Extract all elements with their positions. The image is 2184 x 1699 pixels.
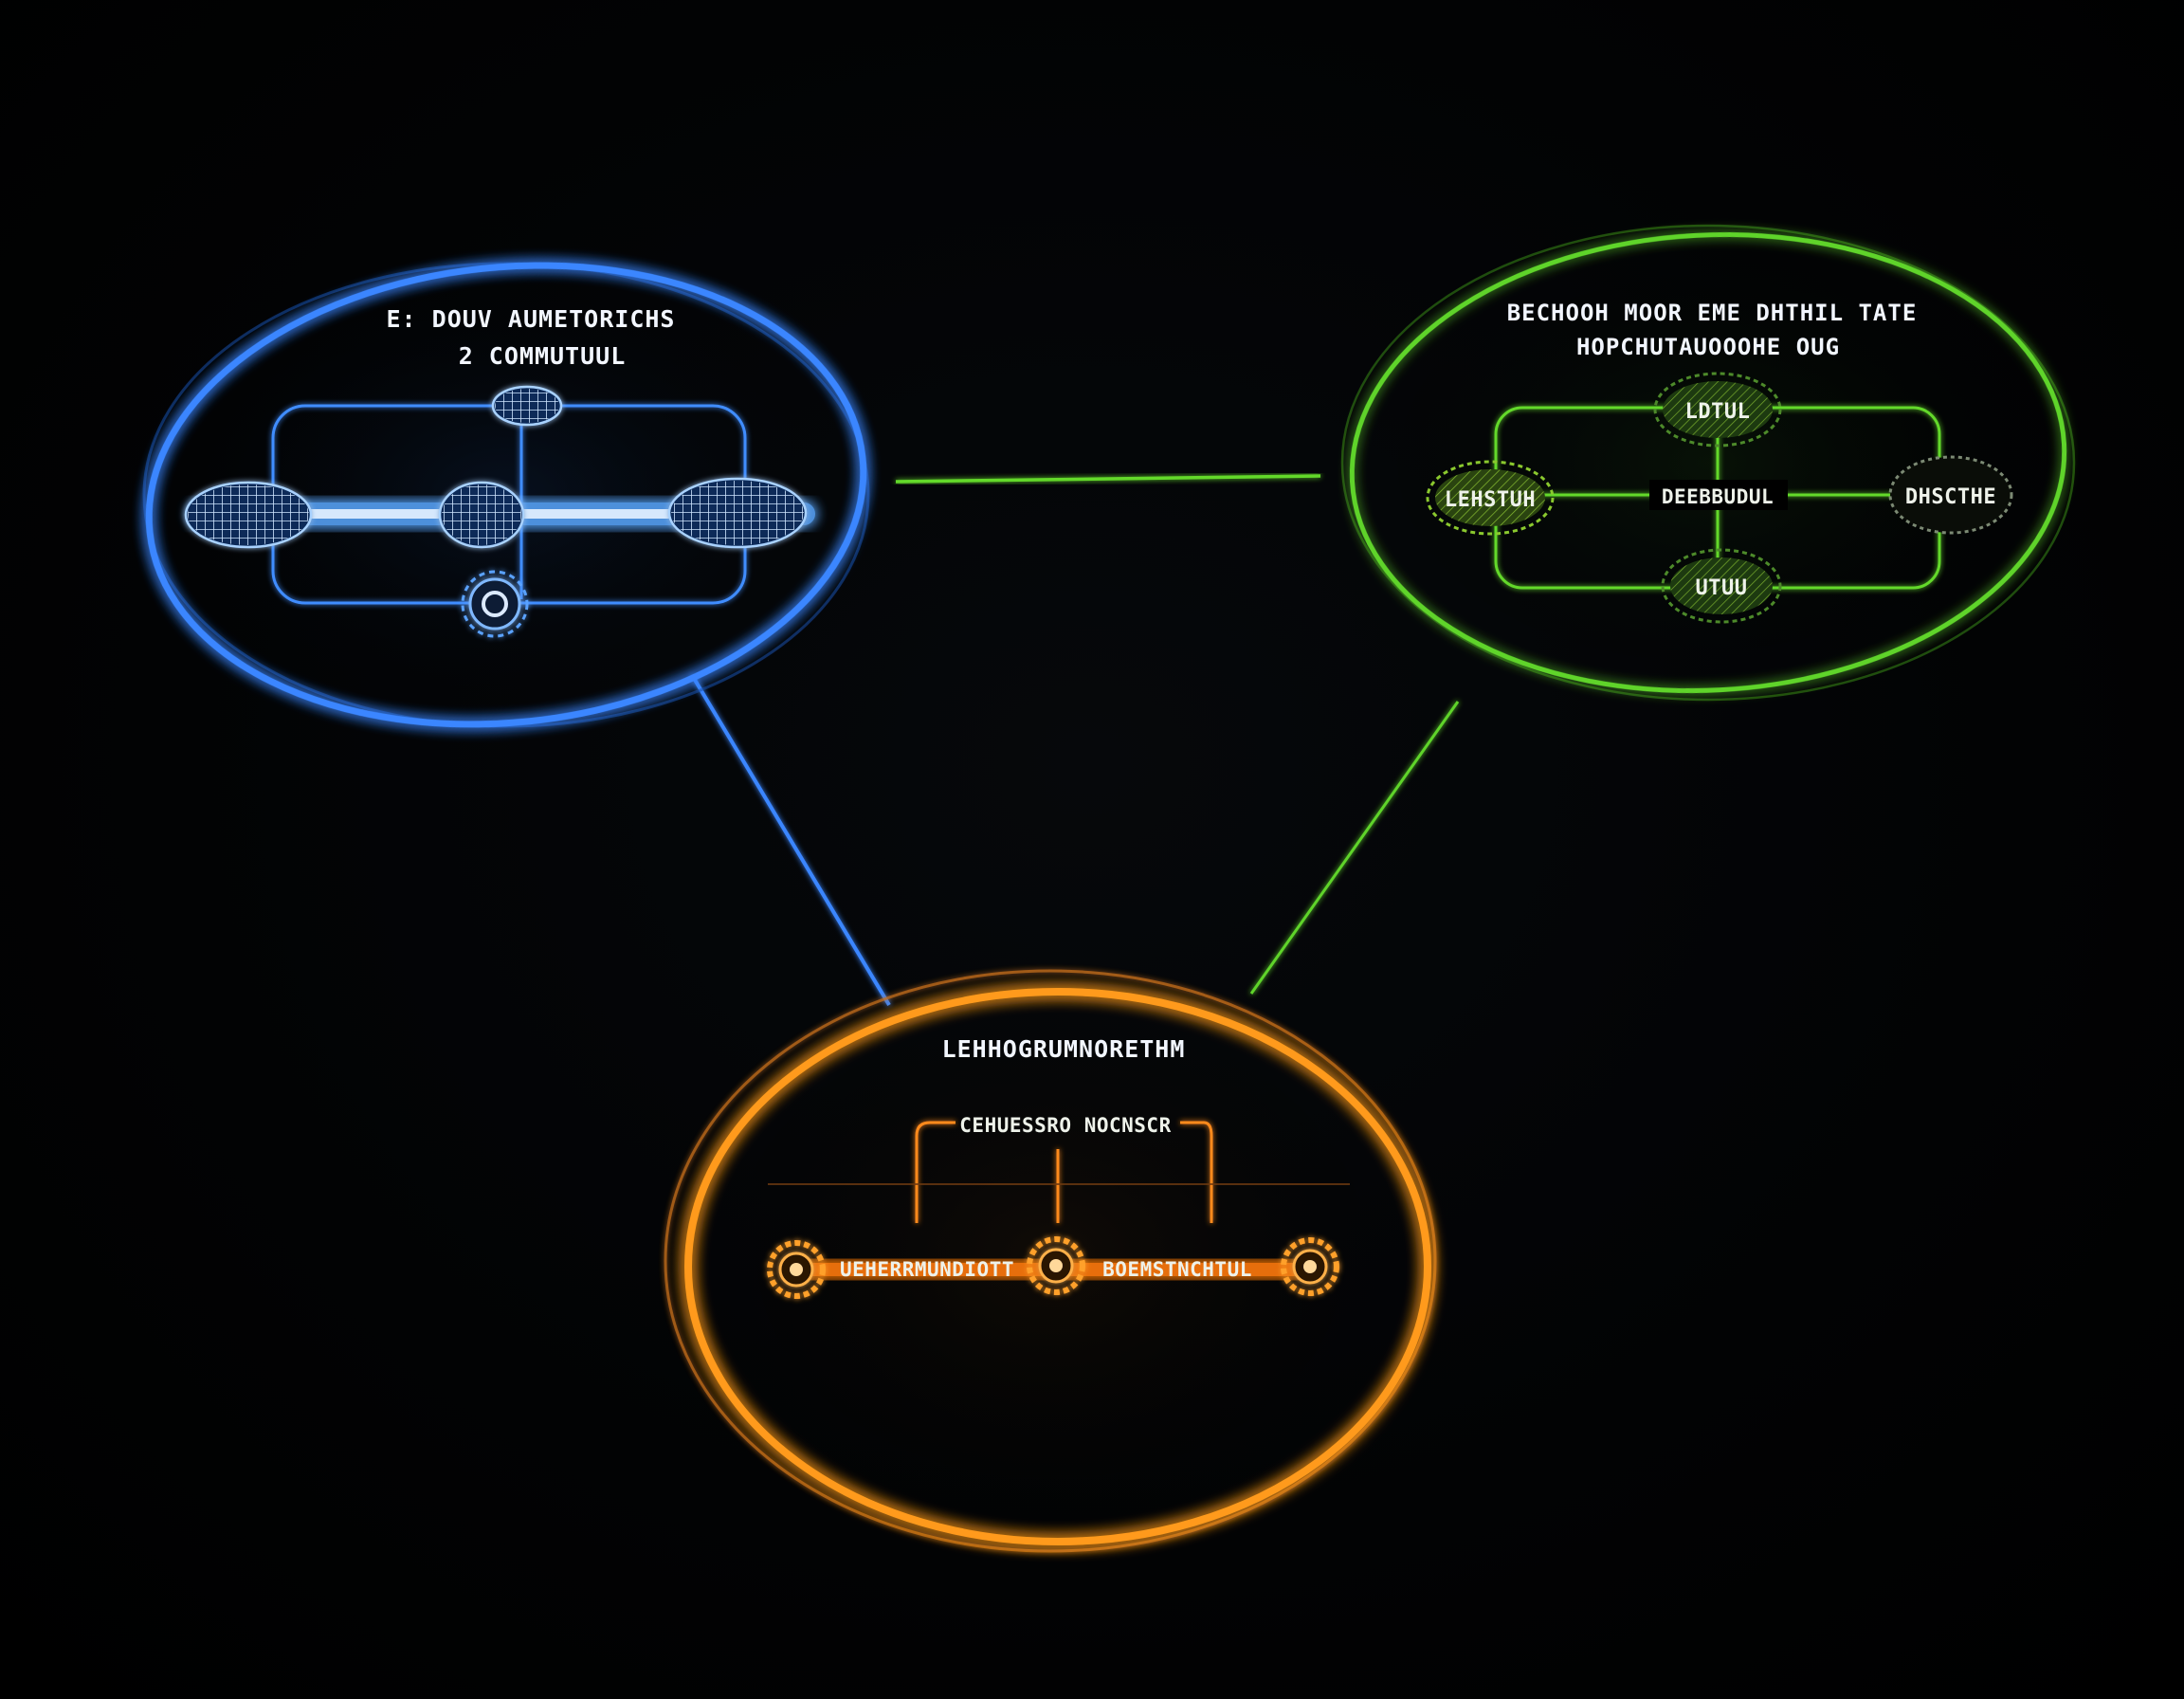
- green-node-bottom-label: UTUU: [1696, 576, 1748, 600]
- green-panel-ring: [1349, 232, 2067, 693]
- orange-bracket: [915, 1121, 1213, 1223]
- connector-green-orange: [1249, 701, 1460, 995]
- blue-panel-title-line1: E: DOUV AUMETORICHS: [387, 305, 676, 333]
- orange-stage-right-label: BOEMSTNCHTUL: [1102, 1258, 1252, 1281]
- orange-panel-outer-ring: [664, 969, 1437, 1553]
- green-node-left-label: LEHSTUH: [1445, 488, 1536, 512]
- green-node-top-label: LDTUL: [1685, 400, 1751, 424]
- gear-icon: [1426, 460, 1555, 536]
- mesh-sphere-icon: [438, 481, 525, 549]
- gear-icon: [1661, 548, 1782, 624]
- gear-icon: [767, 1240, 826, 1299]
- green-panel-title-line1: BECHOOH MOOR EME DHTHIL TATE: [1507, 300, 1918, 326]
- blue-panel-title-line2: 2 COMMUTUUL: [459, 342, 627, 370]
- gear-icon: [1888, 455, 2013, 535]
- gear-icon: [1653, 372, 1782, 448]
- orange-panel-title: LEHHOGRUMNORETHM: [942, 1035, 1186, 1063]
- green-panel: BECHOOH MOOR EME DHTHIL TATE HOPCHUTAUOO…: [1340, 224, 2076, 702]
- orange-panel-subtitle: CEHUESSRO NOCNSCR: [959, 1114, 1171, 1137]
- gear-icon: [1027, 1236, 1085, 1295]
- blue-panel-ring: [145, 262, 867, 728]
- gear-icon: [1281, 1237, 1339, 1296]
- connector-blue-green: [895, 474, 1321, 484]
- gear-icon: [461, 570, 529, 638]
- connector-blue-orange: [690, 673, 891, 1007]
- green-panel-outer-ring: [1340, 224, 2076, 702]
- green-panel-title-line2: HOPCHUTAUOOOHE OUG: [1576, 334, 1840, 360]
- green-node-right-label: DHSCTHE: [1905, 485, 1996, 509]
- mesh-sphere-icon: [491, 385, 563, 427]
- mesh-sphere-icon: [667, 477, 808, 549]
- mesh-sphere-icon: [184, 481, 313, 549]
- orange-stage-left-label: UEHERRMUNDIOTT: [840, 1258, 1014, 1281]
- orange-panel: LEHHOGRUMNORETHM CEHUESSRO NOCNSCR UEHER…: [664, 969, 1437, 1553]
- green-node-center-label: DEEBBUDUL: [1662, 485, 1774, 508]
- connectors: [690, 474, 1460, 1007]
- orange-panel-ring: [684, 988, 1431, 1545]
- blue-panel: E: DOUV AUMETORICHS 2 COMMUTUUL: [138, 260, 874, 730]
